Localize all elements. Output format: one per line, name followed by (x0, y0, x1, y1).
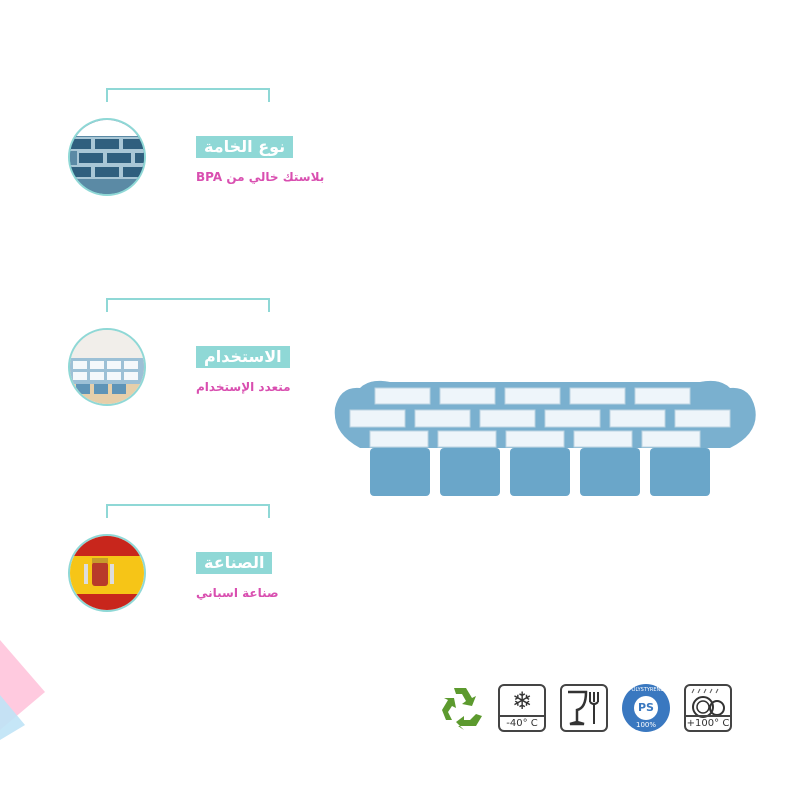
usage-image (68, 328, 146, 406)
feature-title: الصناعة (196, 552, 273, 574)
polystyrene-icon: POLYSTYRENE PS 100% (622, 684, 670, 732)
spain-flag-image (68, 534, 146, 612)
feature-icons: ❄ -40° C POLYSTYRENE PS 100% +100° C (436, 684, 732, 732)
feature-material: نوع الخامة بلاستك خالي من BPA (66, 88, 346, 218)
feature-subtitle: صناعة اسباني (196, 586, 279, 600)
recycle-icon (436, 684, 484, 732)
feature-origin: الصناعة صناعة اسباني (66, 504, 346, 634)
feature-subtitle: متعدد الإستخدام (196, 380, 291, 394)
dishwasher-temp-label: +100° C (686, 715, 730, 730)
feature-title: الاستخدام (196, 346, 290, 368)
ps-ring-top: POLYSTYRENE (628, 687, 664, 693)
freezer-temp-label: -40° C (500, 715, 544, 730)
feature-usage: الاستخدام متعدد الإستخدام (66, 298, 346, 428)
feature-title: نوع الخامة (196, 136, 294, 158)
product-ice-tray (334, 380, 756, 496)
freezer-icon: ❄ -40° C (498, 684, 546, 732)
feature-subtitle: بلاستك خالي من BPA (196, 170, 325, 184)
ps-ring-bottom: 100% (635, 721, 656, 729)
food-safe-icon (560, 684, 608, 732)
connector-line (106, 298, 270, 312)
connector-line (106, 504, 270, 518)
material-image (68, 118, 146, 196)
ps-label: PS (634, 696, 658, 720)
dishwasher-icon: +100° C (684, 684, 732, 732)
connector-line (106, 88, 270, 102)
decorative-triangles (0, 640, 45, 740)
